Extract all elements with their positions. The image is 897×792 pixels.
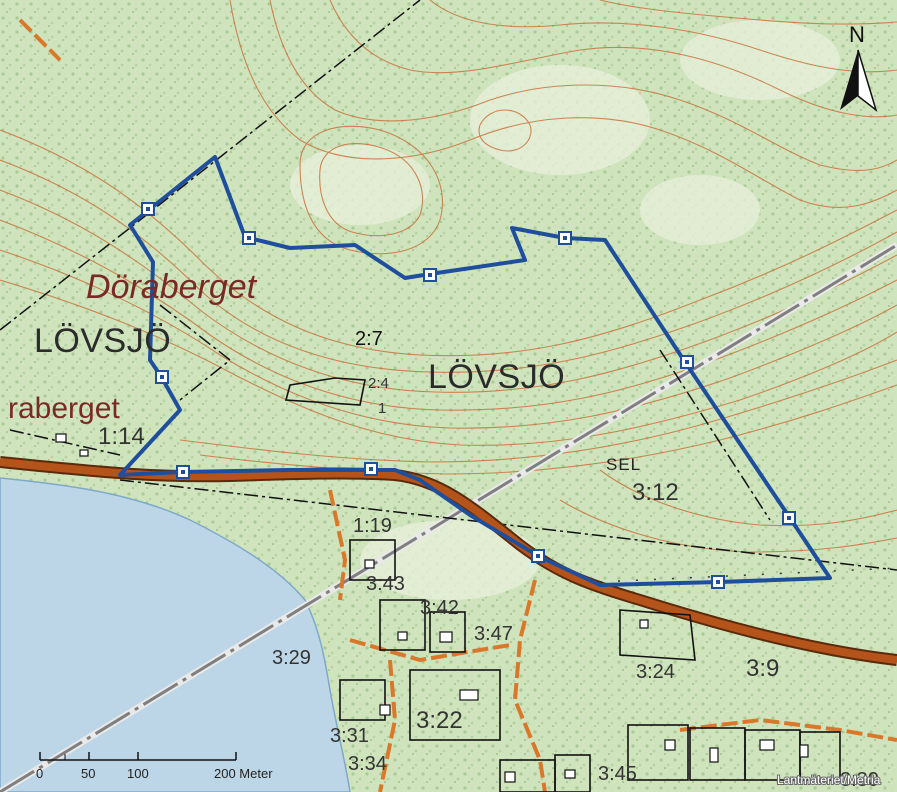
parcel-label: 1:19 (353, 515, 392, 537)
sel-label: SEL (606, 455, 641, 474)
route-marker (680, 355, 694, 369)
route-marker (155, 370, 169, 384)
parcel-label: 3:22 (416, 707, 463, 734)
parcel-label: 3:31 (330, 725, 369, 747)
parcel-label: 3:9 (746, 655, 779, 682)
minor-roads (18, 18, 897, 792)
route-marker (364, 462, 378, 476)
route-marker (711, 575, 725, 589)
lovsjo-center-label: LÖVSJÖ (428, 358, 565, 396)
scale-bar: 0 50 100 200 Meter (36, 752, 273, 781)
parcel-label: 2:4 (368, 375, 389, 392)
lake (0, 477, 351, 792)
scale-tick-label: 100 (127, 766, 149, 781)
hill-name-partial-label: raberget (8, 392, 120, 425)
route-marker (531, 549, 545, 563)
scale-tick-label: 200 Meter (214, 766, 273, 781)
north-arrow-icon (840, 49, 878, 113)
route-marker (176, 465, 190, 479)
hill-name-label: Döraberget (86, 268, 258, 306)
house-footprints (55, 433, 809, 783)
parcel-label: 3:24 (636, 661, 675, 683)
parcel-label: 3:12 (632, 479, 679, 506)
parcel-label: 3:34 (348, 753, 387, 775)
parcel-label: 3:47 (474, 623, 513, 645)
parcel-label: 1:14 (98, 423, 145, 450)
scale-tick-label: 0 (36, 766, 43, 781)
lovsjo-left-label: LÖVSJÖ (34, 322, 171, 360)
route-markers (141, 202, 796, 589)
route-marker (242, 231, 256, 245)
parcel-label: 1 (378, 400, 386, 417)
route-marker (141, 202, 155, 216)
map-credit: Lantmäteriet/Metria (777, 773, 881, 787)
parcel-label: 3:43 (366, 573, 405, 595)
route-marker (423, 268, 437, 282)
parcel-label: 2:7 (355, 328, 383, 350)
buildings (284, 377, 841, 792)
parcel-label: 3:30 (840, 769, 879, 791)
north-label: N (849, 22, 865, 47)
route-marker (782, 511, 796, 525)
north-arrow: N (840, 22, 878, 113)
scale-tick-label: 50 (81, 766, 95, 781)
parcel-label: 3:45 (598, 763, 637, 785)
parcel-label: 3:42 (420, 597, 459, 619)
parcel-label: 3:29 (272, 647, 311, 669)
route-marker (558, 231, 572, 245)
